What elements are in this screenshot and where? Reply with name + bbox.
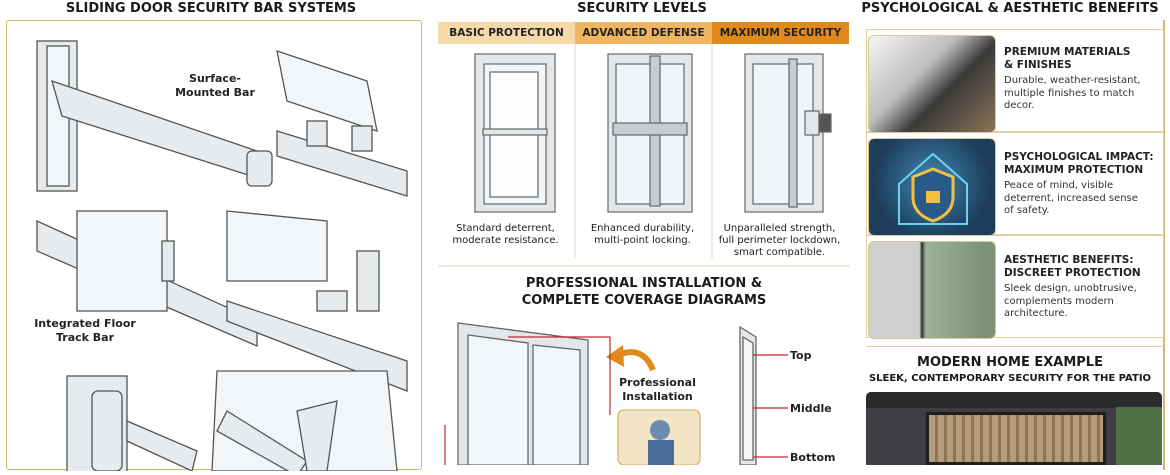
security-bar-illustrations <box>36 40 408 475</box>
left-panel <box>6 20 422 475</box>
surface-mounted-label: Surface- Mounted Bar <box>175 72 255 99</box>
benefit-1-desc: Durable, weather-resistant, multiple fin… <box>1004 75 1141 111</box>
level-maximum-header: MAXIMUM SECURITY <box>712 22 849 44</box>
levels-title: SECURITY LEVELS <box>577 1 707 16</box>
point-bottom-label: Bottom <box>790 451 836 464</box>
benefit-card-1 <box>866 29 1164 132</box>
benefit-card-2 <box>866 132 1164 235</box>
benefit-3-title: AESTHETIC BENEFITS: DISCREET PROTECTION <box>1004 254 1141 279</box>
benefit-card-3 <box>866 235 1164 338</box>
install-diagram <box>444 322 788 465</box>
professional-installation-label: Professional Installation <box>619 376 696 403</box>
level-basic-desc: Standard deterrent, moderate resistance. <box>452 223 559 246</box>
point-middle-label: Middle <box>790 402 832 415</box>
floor-track-label: Integrated Floor Track Bar <box>34 317 136 344</box>
materials-image <box>868 35 996 133</box>
home-title: MODERN HOME EXAMPLE <box>917 355 1103 370</box>
benefits-title: PSYCHOLOGICAL & AESTHETIC BENEFITS <box>861 1 1159 16</box>
level-maximum-desc: Unparalleled strength, full perimeter lo… <box>718 223 841 258</box>
benefit-2-desc: Peace of mind, visible deterrent, increa… <box>1004 180 1138 216</box>
benefit-1-title: PREMIUM MATERIALS & FINISHES <box>1004 46 1131 71</box>
benefit-2-title: PSYCHOLOGICAL IMPACT: MAXIMUM PROTECTION <box>1004 151 1154 176</box>
level-advanced-header: ADVANCED DEFENSE <box>575 22 712 44</box>
left-title: SLIDING DOOR SECURITY BAR SYSTEMS <box>65 1 357 16</box>
right-border <box>1163 20 1165 470</box>
living-room-image <box>868 241 996 339</box>
benefit-3-desc: Sleek design, unobtrusive, complements m… <box>1004 283 1137 319</box>
divider <box>866 346 1164 347</box>
point-top-label: Top <box>790 349 812 362</box>
shield-house-image <box>868 138 996 236</box>
modern-home-image <box>866 392 1162 465</box>
home-subtitle: SLEEK, CONTEMPORARY SECURITY FOR THE PAT… <box>868 373 1152 384</box>
level-advanced-desc: Enhanced durability, multi-point locking… <box>590 223 695 246</box>
level-basic-header: BASIC PROTECTION <box>438 22 575 44</box>
security-level-doors <box>438 44 850 267</box>
install-title: PROFESSIONAL INSTALLATION & COMPLETE COV… <box>521 276 767 308</box>
shield-lock-icon <box>898 152 968 225</box>
